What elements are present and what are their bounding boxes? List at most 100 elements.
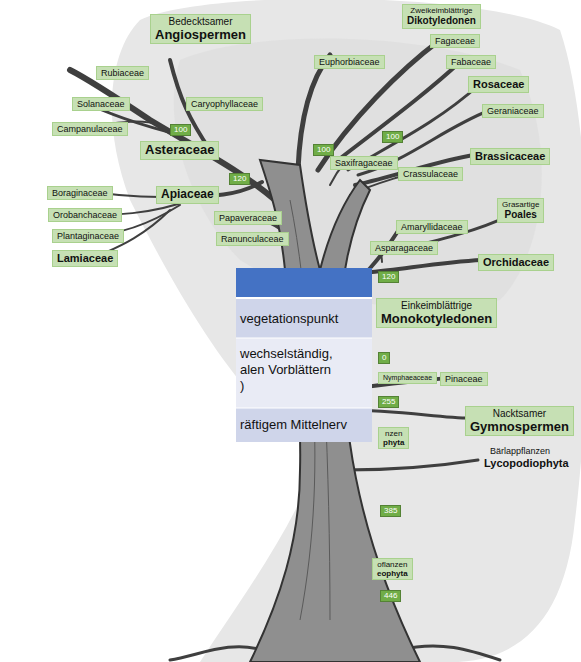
label-text: Boraginaceae — [52, 188, 108, 198]
label-text: Rubiaceae — [101, 68, 144, 78]
family-label: Saxifragaceae — [330, 156, 398, 170]
table-row — [236, 408, 372, 442]
family-label: Boraginaceae — [47, 186, 113, 200]
age-number-text: 120 — [382, 272, 395, 282]
label-text: Euphorbiaceae — [319, 57, 380, 67]
age-number: 0 — [378, 352, 390, 364]
family-label: Asparagaceae — [370, 241, 438, 255]
label-text: Ranunculaceae — [221, 234, 284, 244]
label-text: Saxifragaceae — [335, 158, 393, 168]
age-number-text: 120 — [233, 174, 246, 184]
label-text: Bedecktsamer — [155, 16, 246, 28]
family-label: Plantaginaceae — [52, 229, 124, 243]
family-label: Asteraceae — [140, 141, 219, 160]
age-number: 385 — [380, 505, 401, 517]
family-label: Orobanchaceae — [48, 208, 122, 222]
family-label: Crassulaceae — [398, 167, 463, 181]
group-label: Bärlappflanzen — [490, 446, 550, 457]
age-number-text: 100 — [317, 145, 330, 155]
label-text: Caryophyllaceae — [191, 99, 258, 109]
family-label: Amaryllidaceae — [396, 220, 468, 234]
label-text: Brassicaceae — [475, 150, 545, 163]
table-cell: alen Vorblättern — [240, 362, 331, 378]
table-cell: wechselständig, — [240, 346, 333, 362]
family-label: Lamiaceae — [52, 250, 118, 267]
label-text: nzen — [383, 429, 404, 438]
age-number-text: 100 — [174, 125, 187, 135]
family-label: Apiaceae — [156, 186, 219, 204]
label-text: Poales — [502, 209, 539, 221]
table-cell: räftigem Mittelnerv — [240, 417, 347, 433]
label-text: Grasartige — [502, 200, 539, 209]
group-label: BedecktsamerAngiospermen — [150, 14, 251, 44]
table-rule — [236, 408, 372, 409]
age-number: 100 — [170, 124, 191, 136]
label-text: Nymphaeaceae — [383, 374, 432, 382]
family-label: Nymphaeaceae — [378, 372, 437, 384]
label-text: Lamiaceae — [57, 252, 113, 265]
foliage-haze — [112, 0, 581, 662]
age-number: 100 — [382, 131, 403, 143]
table-panel — [236, 268, 372, 442]
branch — [345, 460, 478, 470]
label-text: Einkeimblättrige — [381, 300, 492, 312]
label-text: Geraniaceae — [487, 106, 539, 116]
table-rule — [236, 338, 372, 339]
family-label: Caryophyllaceae — [186, 97, 263, 111]
label-text: Orobanchaceae — [53, 210, 117, 220]
family-label: Orchidaceae — [478, 254, 554, 271]
label-text: Nacktsamer — [470, 408, 569, 420]
table-row — [236, 338, 372, 408]
table-header — [236, 268, 372, 298]
group-label: EinkeimblättrigeMonokotyledonen — [376, 298, 497, 328]
label-text: Fagaceae — [435, 36, 475, 46]
family-label: Fabaceae — [446, 55, 496, 69]
label-text: oflanzen — [377, 560, 408, 569]
group-label: Lycopodiophyta — [484, 457, 569, 470]
family-label: Rubiaceae — [96, 66, 149, 80]
group-label: oflanzeneophyta — [372, 558, 413, 580]
label-text: phyta — [383, 438, 404, 447]
family-label: Geraniaceae — [482, 104, 544, 118]
label-text: Orchidaceae — [483, 256, 549, 269]
family-label: Solanaceae — [72, 97, 130, 111]
family-label: Ranunculaceae — [216, 232, 289, 246]
label-text: Papaveraceae — [219, 213, 277, 223]
age-number: 100 — [313, 144, 334, 156]
age-number-text: 100 — [386, 132, 399, 142]
label-text: eophyta — [377, 569, 408, 578]
branch — [338, 62, 460, 160]
age-number: 255 — [378, 396, 399, 408]
age-number-text: 0 — [382, 353, 386, 363]
table-rule — [236, 297, 372, 299]
age-number: 446 — [380, 590, 401, 602]
table-cell: vegetationspunkt — [240, 311, 338, 327]
family-label: Campanulaceae — [52, 122, 128, 136]
family-label: Euphorbiaceae — [314, 55, 385, 69]
label-text: Monokotyledonen — [381, 312, 492, 327]
group-label: ZweikeimblättrigeDikotyledonen — [402, 4, 481, 29]
label-text: Pinaceae — [445, 374, 483, 384]
group-label: nzenphyta — [378, 427, 409, 449]
label-text: Apiaceae — [161, 188, 214, 202]
branch — [318, 40, 440, 170]
label-text: Rosaceae — [473, 78, 524, 91]
label-text: Campanulaceae — [57, 124, 123, 134]
age-number-text: 385 — [384, 506, 397, 516]
label-text: Asparagaceae — [375, 243, 433, 253]
label-text: Crassulaceae — [403, 169, 458, 179]
age-number: 120 — [378, 271, 399, 283]
root — [170, 647, 262, 660]
family-label: Rosaceae — [468, 76, 529, 93]
family-label: Brassicaceae — [470, 148, 550, 165]
table-cell: ) — [240, 378, 244, 394]
label-text: Solanaceae — [77, 99, 125, 109]
family-label: Fagaceae — [430, 34, 480, 48]
label-text: Amaryllidaceae — [401, 222, 463, 232]
label-text: Dikotyledonen — [407, 15, 476, 27]
age-number-text: 255 — [382, 397, 395, 407]
family-label: Papaveraceae — [214, 211, 282, 225]
label-text: Angiospermen — [155, 28, 246, 43]
tree-background — [112, 0, 581, 662]
